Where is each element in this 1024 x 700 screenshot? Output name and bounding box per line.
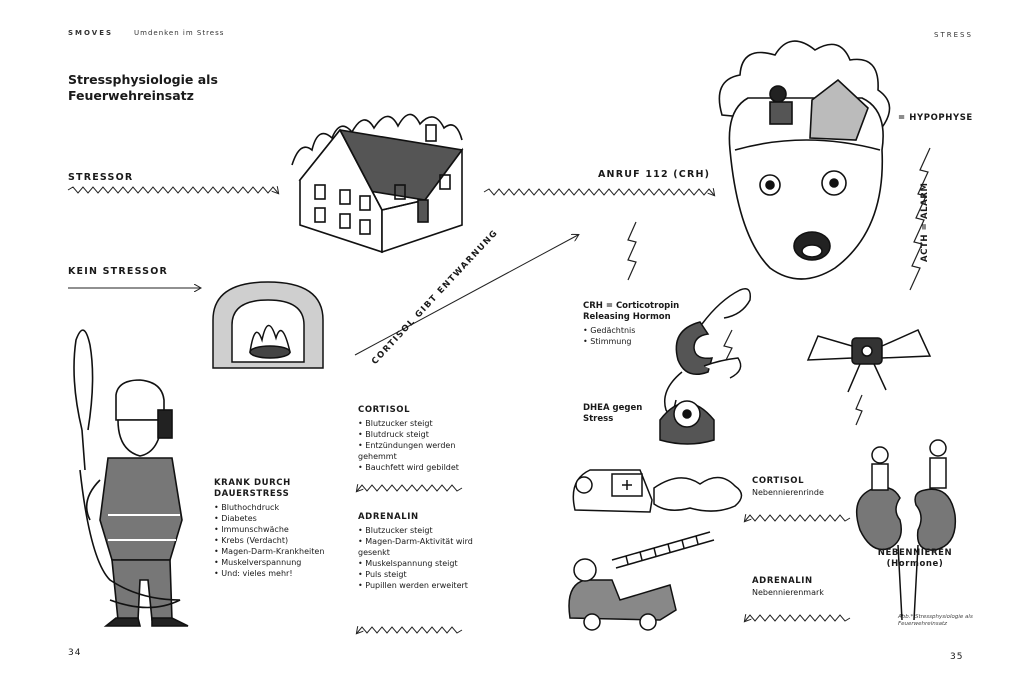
adrenalin-title: ADRENALIN — [358, 512, 419, 522]
krank-list: Bluthochdruck Diabetes Immunschwäche Kre… — [214, 502, 324, 579]
label-kein-stressor: KEIN STRESSOR — [68, 266, 169, 277]
label-dhea: DHEA gegen Stress — [583, 403, 643, 424]
lightning-crh — [627, 221, 637, 281]
cortisol-title: CORTISOL — [358, 405, 411, 415]
right-cortisol-block: CORTISOL Nebennierenrinde — [752, 476, 824, 498]
label-stressor: STRESSOR — [68, 172, 134, 183]
lightning-horn — [855, 394, 863, 426]
list-item: Puls steigt — [358, 569, 488, 580]
list-item: Stimmung — [583, 336, 679, 347]
anruf-arrow — [483, 189, 714, 195]
right-adrenalin-arrow — [745, 615, 851, 621]
firefighter-drawing — [73, 329, 189, 627]
crh-block: CRH = Corticotropin Releasing Hormon Ged… — [583, 301, 679, 347]
label-nebennieren: NEBENNIEREN — [877, 548, 953, 558]
right-adrenalin-title: ADRENALIN — [752, 576, 813, 586]
right-adrenalin-block: ADRENALIN Nebennierenmark — [752, 576, 824, 598]
kidneys-drawing — [855, 439, 957, 621]
list-item: Bluthochdruck — [214, 502, 324, 513]
list-item: Krebs (Verdacht) — [214, 535, 324, 546]
label-anruf: ANRUF 112 (CRH) — [598, 169, 711, 180]
adrenalin-return-arrow — [357, 627, 463, 633]
header-section: Umdenken im Stress — [134, 29, 225, 37]
stressor-arrow — [67, 187, 278, 193]
cortisol-list: Blutzucker steigt Blutdruck steigt Entzü… — [358, 418, 488, 473]
figure-caption: Abb.* Stressphysiologie als Feuerwehrein… — [898, 614, 973, 627]
alarm-horn-drawing — [806, 329, 932, 393]
cortisol-return-arrow — [357, 485, 463, 491]
label-hormone: (Hormone) — [886, 559, 944, 569]
right-cortisol-sub: Nebennierenrinde — [752, 488, 824, 497]
head-drawing — [718, 40, 891, 280]
list-item: Immunschwäche — [214, 524, 324, 535]
list-item: Blutzucker steigt — [358, 525, 488, 536]
label-hypophyse: = HYPOPHYSE — [898, 113, 973, 123]
krank-title: KRANK DURCH DAUERSTRESS — [214, 478, 291, 499]
entwarnung-arrow — [354, 235, 578, 356]
krank-block: KRANK DURCH DAUERSTRESS Bluthochdruck Di… — [214, 478, 324, 579]
page-number-left: 34 — [68, 648, 82, 658]
list-item: Und: vieles mehr! — [214, 568, 324, 579]
burning-house-drawing — [291, 113, 464, 254]
lightning-acth — [909, 147, 931, 291]
list-item: Magen-Darm-Aktivität wird gesenkt — [358, 536, 488, 558]
right-cortisol-title: CORTISOL — [752, 476, 805, 486]
list-item: Pupillen werden erweitert — [358, 580, 488, 591]
oven-drawing — [212, 281, 324, 369]
list-item: Muskelverspannung — [214, 557, 324, 568]
page-number-right: 35 — [950, 652, 964, 662]
telephone-drawing — [659, 288, 752, 445]
list-item: Diabetes — [214, 513, 324, 524]
right-adrenalin-sub: Nebennierenmark — [752, 588, 824, 597]
adrenalin-block: ADRENALIN Blutzucker steigt Magen-Darm-A… — [358, 512, 488, 591]
page-title: Stressphysiologie als Feuerwehreinsatz — [68, 72, 218, 103]
list-item: Blutzucker steigt — [358, 418, 488, 429]
cortisol-block: CORTISOL Blutzucker steigt Blutdruck ste… — [358, 405, 488, 473]
list-item: Entzündungen werden gehemmt — [358, 440, 488, 462]
adrenalin-list: Blutzucker steigt Magen-Darm-Aktivität w… — [358, 525, 488, 591]
header-brand: SMOVES — [68, 29, 114, 37]
list-item: Magen-Darm-Krankheiten — [214, 546, 324, 557]
crh-list: Gedächtnis Stimmung — [583, 325, 679, 347]
right-cortisol-arrow — [745, 515, 851, 521]
list-item: Gedächtnis — [583, 325, 679, 336]
list-item: Bauchfett wird gebildet — [358, 462, 488, 473]
header-right: STRESS — [934, 31, 973, 39]
list-item: Muskelspannung steigt — [358, 558, 488, 569]
label-acth: ACTH = ALARM — [920, 182, 930, 262]
lightning-dhea — [723, 329, 733, 365]
ambulance-drawing — [572, 469, 743, 513]
list-item: Blutdruck steigt — [358, 429, 488, 440]
crh-title: CRH = Corticotropin Releasing Hormon — [583, 301, 680, 322]
firetruck-drawing — [568, 531, 715, 631]
nebennieren-block: NEBENNIEREN (Hormone) — [870, 548, 960, 570]
